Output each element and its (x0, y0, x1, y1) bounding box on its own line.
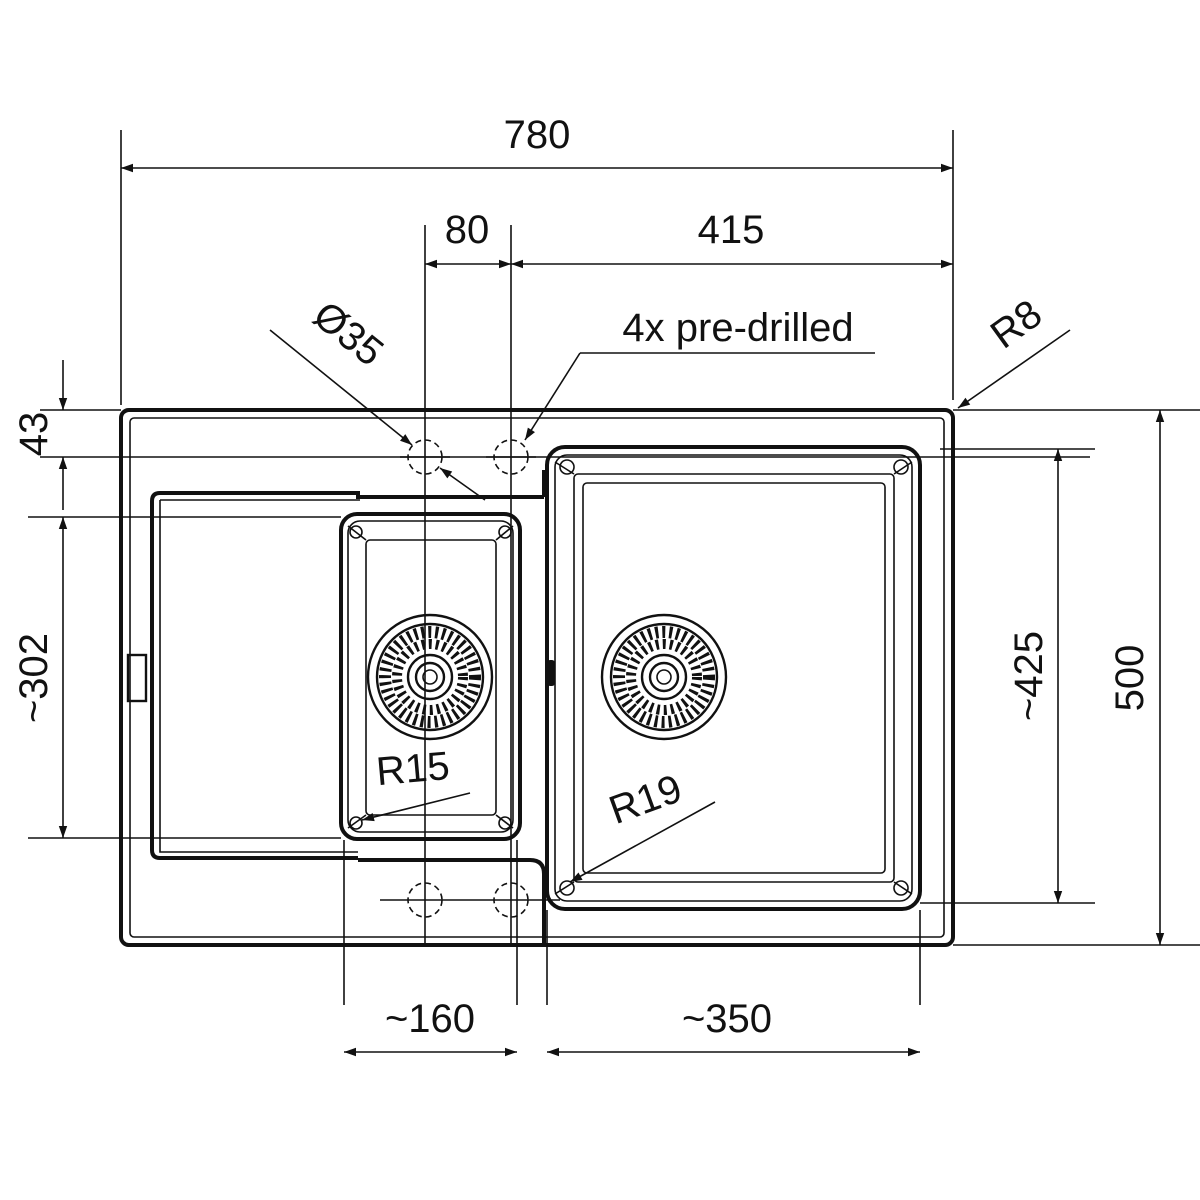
dimension-hole-inset: 43 (12, 360, 68, 510)
label-corner-radius: R8 (983, 292, 1050, 358)
dimension-small-bowl-depth: ~302 (12, 517, 68, 838)
large-bowl-drain-icon (600, 613, 728, 741)
dimension-overall-width: 780 (121, 113, 953, 173)
pre-drilled-holes (400, 439, 536, 918)
dimension-large-bowl-width: ~350 (547, 997, 920, 1057)
small-bowl (339, 512, 522, 841)
label-hole-diameter: Ø35 (305, 293, 391, 375)
label-large-bowl-width: ~350 (682, 997, 772, 1041)
dimension-small-bowl-radius: R15 (361, 744, 471, 822)
dimension-hole-diameter: Ø35 (269, 293, 486, 501)
label-large-bowl-radius: R19 (604, 767, 688, 833)
overflow-slot (126, 653, 148, 703)
dimension-small-bowl-width: ~160 (344, 997, 517, 1057)
callout-pre-drilled: 4x pre-drilled (524, 306, 875, 441)
drainer-area (126, 470, 546, 945)
dimension-large-bowl-radius: R19 (569, 767, 716, 883)
dimension-hole-spacing: 80 (425, 208, 511, 269)
label-overall-width: 780 (504, 113, 571, 157)
extension-lines (28, 130, 1200, 1005)
dimension-large-bowl-depth: ~425 (1007, 449, 1063, 903)
overflow-hole (547, 660, 555, 686)
dimension-bowl-offset: 415 (511, 208, 953, 269)
sink-outline (119, 408, 955, 947)
label-hole-inset: 43 (12, 412, 56, 457)
large-bowl (545, 445, 922, 911)
label-small-bowl-width: ~160 (385, 997, 475, 1041)
dimension-corner-radius: R8 (957, 292, 1071, 409)
dimension-overall-depth: 500 (1108, 410, 1165, 945)
label-overall-depth: 500 (1108, 645, 1152, 712)
label-small-bowl-radius: R15 (374, 744, 451, 794)
label-small-bowl-depth: ~302 (12, 633, 56, 723)
small-bowl-drain-icon (366, 613, 494, 741)
label-pre-drilled: 4x pre-drilled (622, 306, 853, 350)
label-large-bowl-depth: ~425 (1007, 631, 1051, 721)
label-bowl-offset: 415 (698, 208, 765, 252)
label-hole-spacing: 80 (445, 208, 490, 252)
